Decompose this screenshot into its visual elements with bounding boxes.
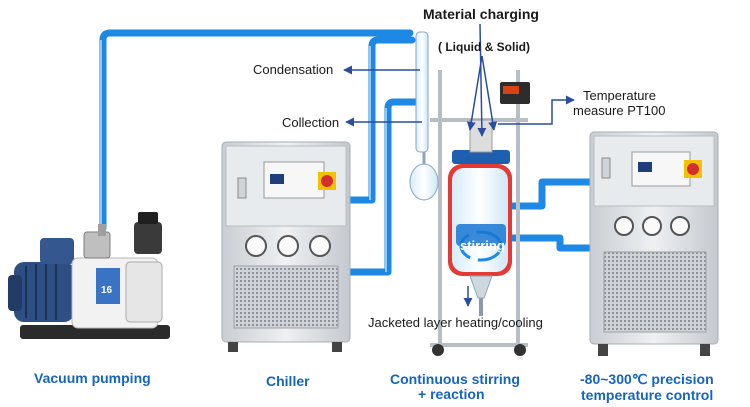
label-collection: Collection bbox=[282, 115, 340, 130]
heater-hose-2 bbox=[508, 234, 604, 252]
chiller-hose-1 bbox=[341, 36, 416, 204]
caption-reaction: + reaction bbox=[418, 386, 485, 402]
vacuum-hose bbox=[99, 29, 414, 232]
heater-hose-1 bbox=[508, 178, 604, 210]
label-stirring: stirring bbox=[460, 238, 505, 253]
label-temperature-measure-line1: Temperature bbox=[583, 88, 656, 103]
caption-vacuum-pumping: Vacuum pumping bbox=[34, 370, 151, 386]
label-liquid-solid: ( Liquid & Solid) bbox=[438, 40, 530, 54]
temperature-control-unit bbox=[589, 131, 719, 356]
glass-reactor bbox=[409, 31, 530, 356]
pump-number: 16 bbox=[101, 285, 113, 296]
vacuum-pump bbox=[8, 212, 170, 339]
caption-precision-range: -80~300℃ precision bbox=[580, 371, 714, 387]
callout-arrows bbox=[343, 23, 575, 307]
chiller-unit bbox=[221, 141, 351, 352]
label-jacketed-layer: Jacketed layer heating/cooling bbox=[368, 315, 543, 330]
hoses bbox=[99, 29, 604, 276]
caption-continuous-stirring: Continuous stirring bbox=[390, 371, 520, 387]
label-material-charging: Material charging bbox=[423, 6, 539, 22]
caption-temperature-control: temperature control bbox=[581, 387, 714, 403]
label-temperature-measure-line2: measure PT100 bbox=[573, 103, 666, 118]
label-condensation: Condensation bbox=[253, 62, 334, 77]
chiller-hose-2 bbox=[346, 98, 422, 276]
caption-chiller: Chiller bbox=[266, 373, 310, 389]
